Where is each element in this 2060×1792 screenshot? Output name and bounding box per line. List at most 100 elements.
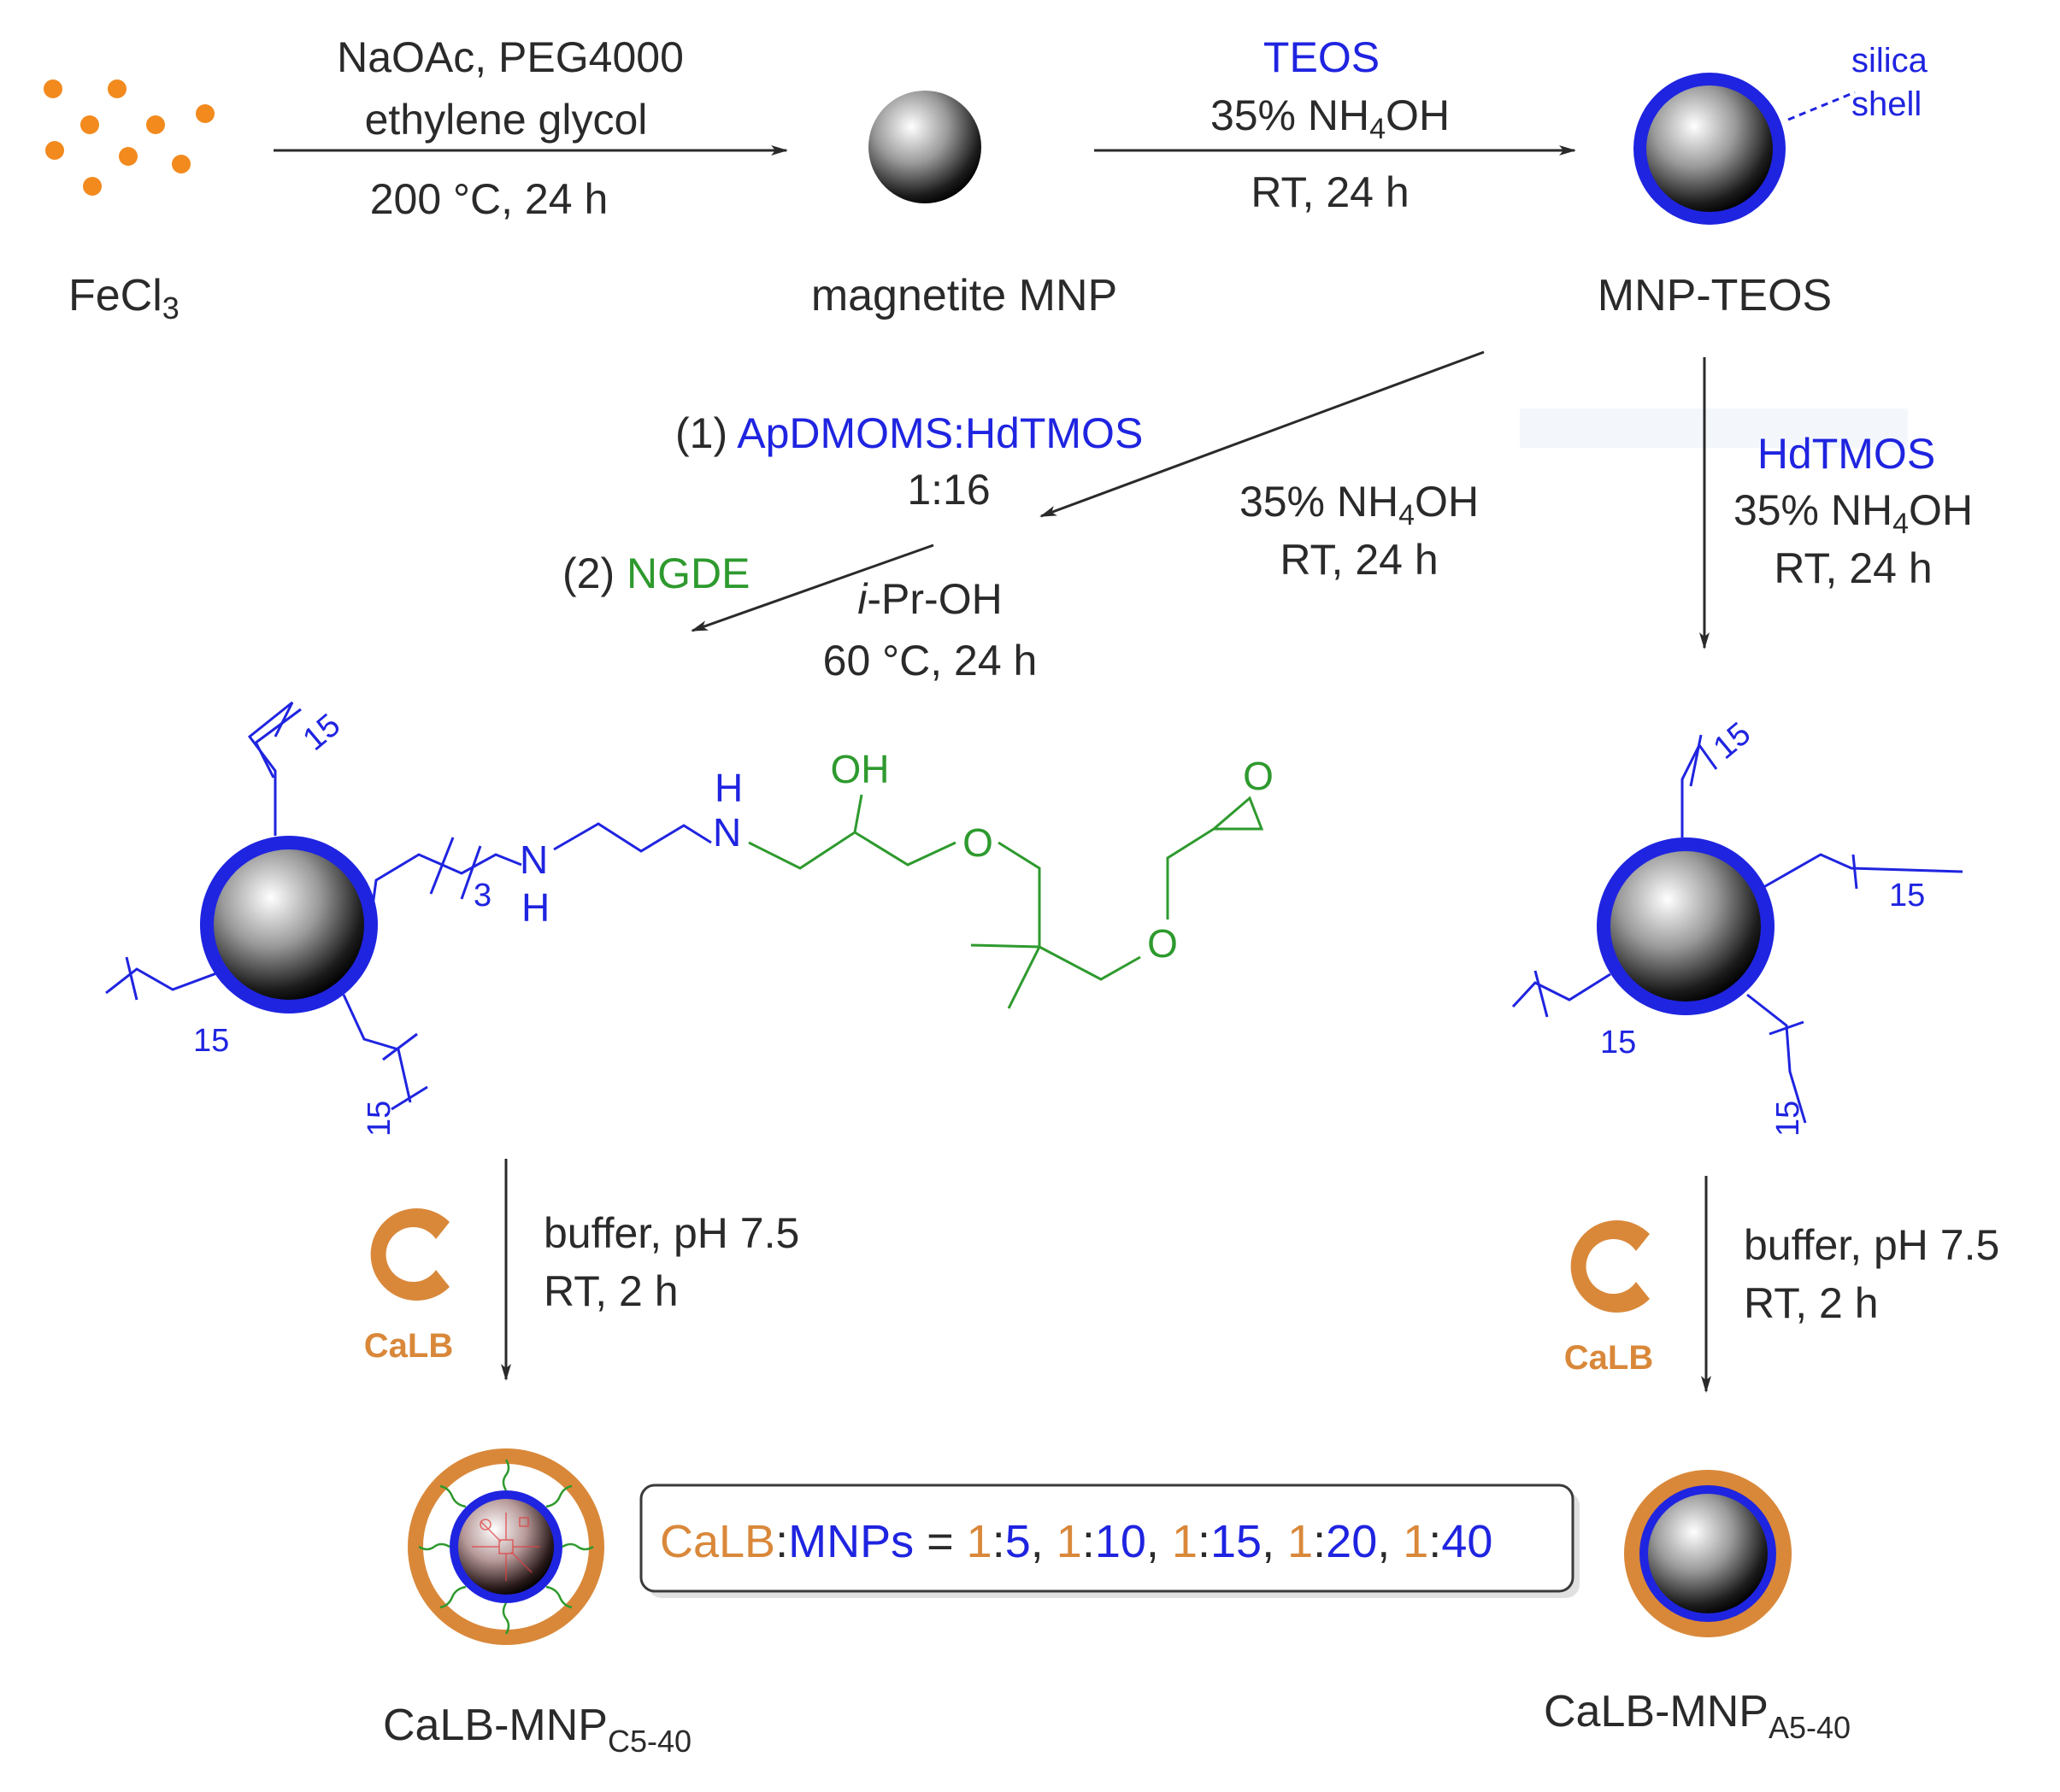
ngde-methyl xyxy=(970,943,1040,949)
propyl-bracket xyxy=(429,837,455,895)
magnetite-nanoparticle xyxy=(868,91,981,203)
chain-bracket xyxy=(1769,1020,1804,1036)
tether xyxy=(545,1585,573,1609)
chain-bracket xyxy=(254,708,302,745)
ratio-mnp-part: 40 xyxy=(1441,1516,1492,1567)
magnetite-label: magnetite MNP xyxy=(811,271,1117,320)
step3-base: 35% NH4OH xyxy=(1239,478,1479,532)
ratio-colon: : xyxy=(992,1516,1005,1567)
chain-bracket xyxy=(1689,734,1703,787)
chain-bracket xyxy=(125,956,138,1001)
ratio-colon: : xyxy=(1082,1516,1095,1567)
amine-N1: N xyxy=(520,837,548,882)
r-chain-count-top: 15 xyxy=(1707,716,1757,767)
calb-label-left: CaLB xyxy=(364,1327,453,1365)
amine-N2: N xyxy=(713,810,741,855)
arrow-step-3b xyxy=(691,543,934,632)
right-core xyxy=(1610,851,1761,1002)
chain xyxy=(342,994,412,1103)
tether xyxy=(562,1542,594,1551)
linker-node xyxy=(519,1517,529,1527)
r-chain-count-left: 15 xyxy=(1600,1025,1636,1061)
left-functionalized-mnp: 15 15 15 3 N H N H OH O O O xyxy=(105,701,1274,1137)
iron-dot xyxy=(119,147,138,166)
product-calb-mnp-a xyxy=(1624,1470,1792,1637)
ratio-mnp-part: 10 xyxy=(1095,1516,1146,1567)
ether-O1: O xyxy=(962,820,993,865)
step1-conditions: 200 °C, 24 h xyxy=(370,175,609,223)
mnp-teos-core xyxy=(1646,85,1773,212)
linker-node xyxy=(480,1519,491,1531)
core-a xyxy=(1648,1494,1768,1613)
step4-conditions-right: RT, 2 h xyxy=(1744,1279,1879,1327)
tether-chains xyxy=(418,1459,594,1635)
chain-count-left: 15 xyxy=(193,1023,229,1059)
step1-reagents: NaOAc, PEG4000 xyxy=(337,33,684,81)
ratio-mnp-part: 5 xyxy=(1005,1516,1031,1567)
ratio-colon: : xyxy=(1313,1516,1326,1567)
step3r-base: 35% NH4OH xyxy=(1733,486,1973,540)
ratio-colon: : xyxy=(1198,1516,1210,1567)
ratio-calb-part: 1 xyxy=(1172,1516,1198,1567)
tether xyxy=(439,1585,467,1609)
ratio-calb-part: 1 xyxy=(1287,1516,1313,1567)
step3-temperature: 60 °C, 24 h xyxy=(823,637,1038,684)
step3-conditions: RT, 24 h xyxy=(1280,536,1438,584)
step3r-conditions: RT, 24 h xyxy=(1774,544,1932,592)
chain xyxy=(1760,853,1963,890)
amine-H2: H xyxy=(715,766,743,810)
iron-dot xyxy=(172,155,191,173)
linker-spokes xyxy=(472,1513,540,1581)
chain xyxy=(1680,743,1718,837)
ratio-separator: , xyxy=(1031,1516,1056,1567)
iron-dot xyxy=(80,115,99,134)
ratio-box: CaLB:MNPs = 1:5, 1:10, 1:15, 1:20, 1:40 xyxy=(639,1484,1580,1598)
chain xyxy=(1511,972,1611,1008)
chain-bracket xyxy=(1533,970,1549,1018)
ethylenediamine xyxy=(553,822,712,853)
step2-base: 35% NH4OH xyxy=(1210,91,1450,145)
ratio-separator: , xyxy=(1262,1516,1287,1567)
tether xyxy=(439,1484,467,1508)
tether xyxy=(545,1484,573,1508)
step1-solvent: ethylene glycol xyxy=(365,96,648,144)
right-alkyl-chains xyxy=(1511,734,1963,1124)
tether xyxy=(502,1602,510,1635)
chain-bracket xyxy=(1851,854,1858,890)
hydroxyl-label: OH xyxy=(831,747,890,791)
step4-buffer-left: buffer, pH 7.5 xyxy=(544,1209,799,1257)
product-a-label: CaLB-MNPA5-40 xyxy=(1544,1687,1851,1745)
chain-count-top: 15 xyxy=(297,708,347,758)
ratio-colon: : xyxy=(1428,1516,1441,1567)
iron-dot xyxy=(44,79,62,98)
r-chain-count-bottom: 15 xyxy=(1770,1101,1806,1137)
ngde-ether xyxy=(1039,945,1141,981)
ratio-box-frame xyxy=(639,1484,1574,1593)
chain-zigzag xyxy=(255,743,275,778)
chain-count-bottom: 15 xyxy=(362,1101,397,1137)
iron-dot xyxy=(146,115,165,134)
ratio-text: CaLB:MNPs = 1:5, 1:10, 1:15, 1:20, 1:40 xyxy=(660,1516,1492,1567)
ratio-calb-part: 1 xyxy=(1403,1516,1428,1567)
ratio-separator: , xyxy=(1146,1516,1172,1567)
r-chain-count-right: 15 xyxy=(1889,878,1925,914)
silica-label: silica xyxy=(1851,42,1928,79)
iron-dot xyxy=(83,177,102,196)
silica-pointer xyxy=(1787,91,1856,121)
arrow-step-3a xyxy=(1039,350,1485,518)
left-core xyxy=(214,849,364,1000)
product-calb-mnp-c xyxy=(408,1448,604,1645)
fecl3-dots xyxy=(44,79,215,196)
ratio-mnp-part: 15 xyxy=(1210,1516,1262,1567)
right-functionalized-mnp: 15 15 15 15 xyxy=(1511,716,1963,1137)
calb-label-right: CaLB xyxy=(1564,1339,1653,1377)
chain xyxy=(1746,993,1807,1124)
chain xyxy=(105,967,220,995)
step3-ratio: 1:16 xyxy=(907,466,990,514)
step2-conditions: RT, 24 h xyxy=(1251,168,1409,216)
ratio-calb-part: 1 xyxy=(967,1516,992,1567)
left-alkyl-chains xyxy=(105,701,712,1111)
iron-dot xyxy=(108,79,127,98)
propyl-count: 3 xyxy=(474,878,491,914)
